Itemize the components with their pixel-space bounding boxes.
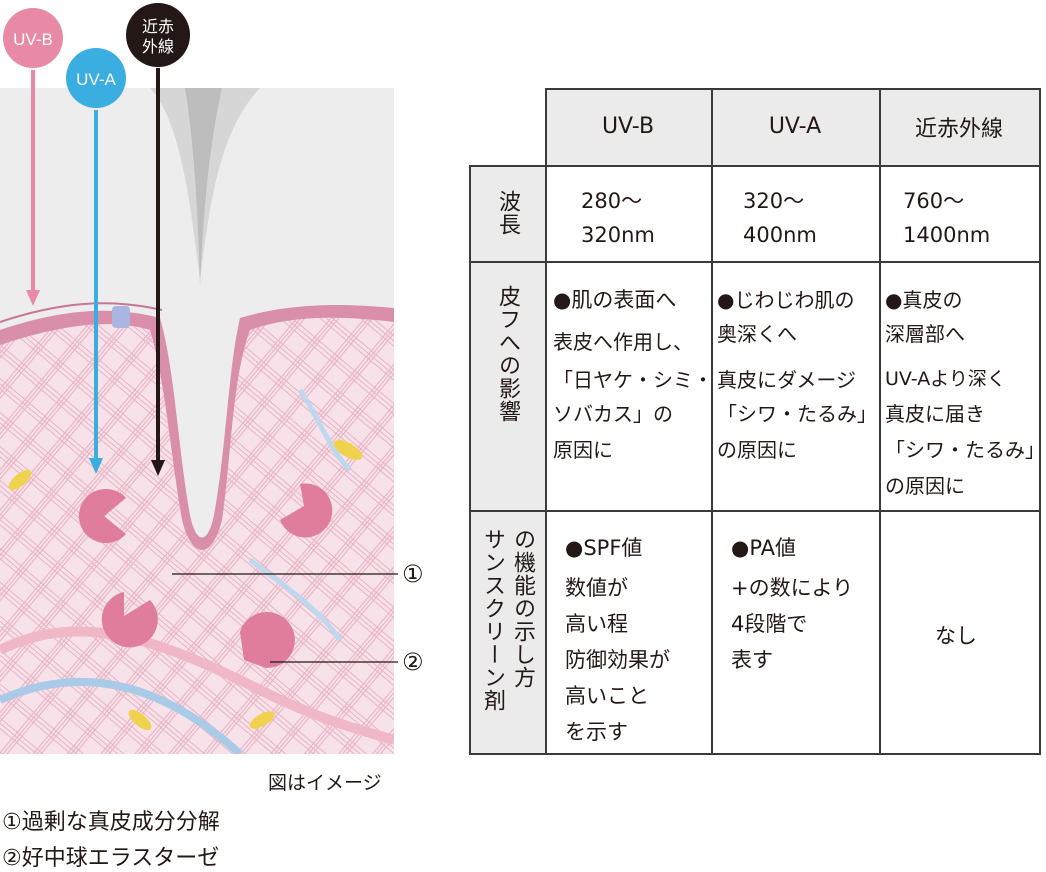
effect-uva-4: 「シワ・たるみ」	[717, 402, 877, 426]
wavelength-uvb-1: 280〜	[581, 189, 643, 213]
sunscreen-uvb-3: 高い程	[565, 612, 628, 636]
sunscreen-uvb-1: ●SPF値	[565, 536, 643, 560]
callout-2: ②	[402, 648, 424, 676]
sunscreen-uvb-2: 数値が	[565, 576, 628, 600]
sunscreen-uvb-6: を示す	[565, 720, 628, 744]
wavelength-nir-2: 1400nm	[903, 223, 991, 247]
nir-burst	[126, 3, 190, 67]
image-note: 図はイメージ	[268, 772, 382, 794]
uvb-label: UV-B	[13, 30, 53, 49]
blood-vessel	[0, 626, 394, 745]
effect-uvb-4: ソバカス」の	[553, 402, 673, 426]
epidermis	[0, 305, 394, 550]
nir-label-1: 近赤	[142, 17, 174, 36]
wavelength-uvb-2: 320nm	[581, 223, 655, 247]
wavelength-nir-1: 760〜	[903, 189, 965, 213]
skin-illustration: UV-B UV-A 近赤 外線	[0, 3, 398, 754]
sunscreen-uva-1: ●PA値	[731, 536, 797, 560]
effect-nir-4: 真皮に届き	[885, 402, 985, 426]
row-header-sunscreen-2: の機能の示し方	[510, 528, 535, 689]
sunscreen-uvb-4: 防御効果が	[565, 648, 670, 672]
nir-label-2: 外線	[142, 37, 174, 56]
effect-uvb-1: ●肌の表面へ	[553, 288, 677, 312]
wavelength-uva-1: 320〜	[743, 189, 805, 213]
sunscreen-uvb-5: 高いこと	[565, 684, 649, 708]
effect-uva-5: の原因に	[717, 438, 797, 462]
column-header-uvb: UV-B	[601, 114, 655, 139]
column-header-uva: UV-A	[768, 114, 822, 139]
uva-label: UV-A	[76, 70, 116, 89]
effect-nir-2: 深層部へ	[885, 322, 965, 346]
effect-nir-5: 「シワ・たるみ」	[885, 438, 1045, 462]
neutrophil	[78, 489, 126, 543]
effect-nir-6: の原因に	[885, 474, 965, 498]
legend-1: ①過剰な真皮成分分解	[2, 810, 220, 835]
effect-uva-2: 奥深くへ	[717, 322, 797, 346]
fibroblast	[333, 439, 363, 461]
dermis	[0, 317, 394, 754]
uvb-burst	[3, 8, 63, 68]
effect-uvb-3: 「日ヤケ・シミ・	[553, 368, 713, 392]
sunscreen-uva-4: 表す	[731, 648, 773, 672]
wavelength-uva-2: 400nm	[743, 223, 817, 247]
uv-comparison-table: UV-B UV-A 近赤外線 波長 皮フへの影響 サンスクリーン剤 の機能の示し…	[469, 88, 1045, 755]
column-header-nir: 近赤外線	[914, 116, 1003, 142]
row-header-sunscreen-1: サンスクリーン剤	[480, 528, 505, 712]
effect-uva-1: ●じわじわ肌の	[717, 288, 855, 312]
callout-1: ①	[402, 560, 424, 588]
sunscreen-nir: なし	[935, 624, 977, 648]
sunscreen-uva-3: 4段階で	[731, 612, 808, 636]
effect-uva-3: 真皮にダメージ	[717, 368, 856, 392]
sunscreen-uva-2: +の数により	[731, 576, 854, 600]
effect-nir-3: UV-Aより深く	[885, 368, 1006, 390]
uva-burst	[66, 48, 126, 108]
lymph-vessel	[0, 677, 243, 754]
row-header-wavelength: 波長	[495, 190, 520, 236]
effect-uvb-2: 表皮へ作用し、	[553, 330, 693, 354]
legend-2: ②好中球エラスターゼ	[2, 846, 220, 871]
effect-nir-1: ●真皮の	[885, 288, 963, 312]
effect-uvb-5: 原因に	[553, 438, 613, 462]
row-header-effect: 皮フへの影響	[495, 285, 520, 423]
melanocyte	[112, 306, 130, 328]
